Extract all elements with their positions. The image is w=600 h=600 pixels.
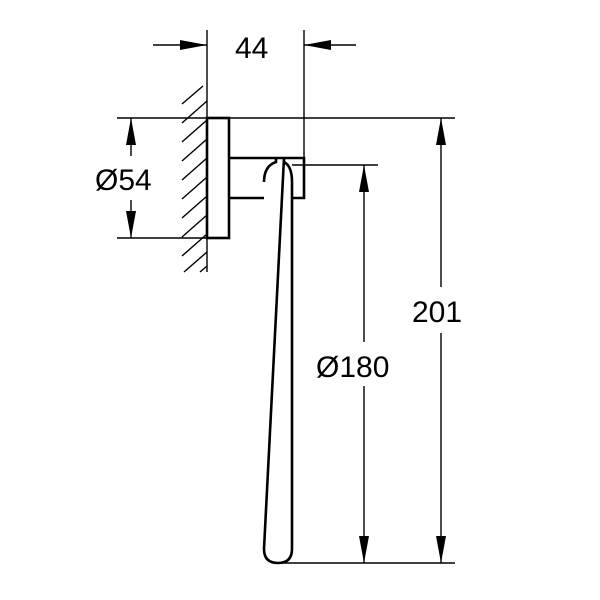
towel-ring (262, 157, 294, 565)
wall-flange (205, 116, 231, 240)
dimension-d54-label: Ø54 (95, 164, 152, 197)
dimension-201-label: 201 (412, 296, 462, 329)
wall-hatching (181, 85, 208, 273)
dimension-44: 44 (153, 30, 356, 158)
stem (229, 156, 306, 200)
dimension-201: 201 (229, 117, 462, 564)
dimension-44-label: 44 (235, 32, 268, 65)
dimension-d180-label: Ø180 (316, 351, 389, 384)
dimension-d54: Ø54 (95, 117, 207, 239)
dimension-d180: Ø180 (292, 164, 389, 563)
